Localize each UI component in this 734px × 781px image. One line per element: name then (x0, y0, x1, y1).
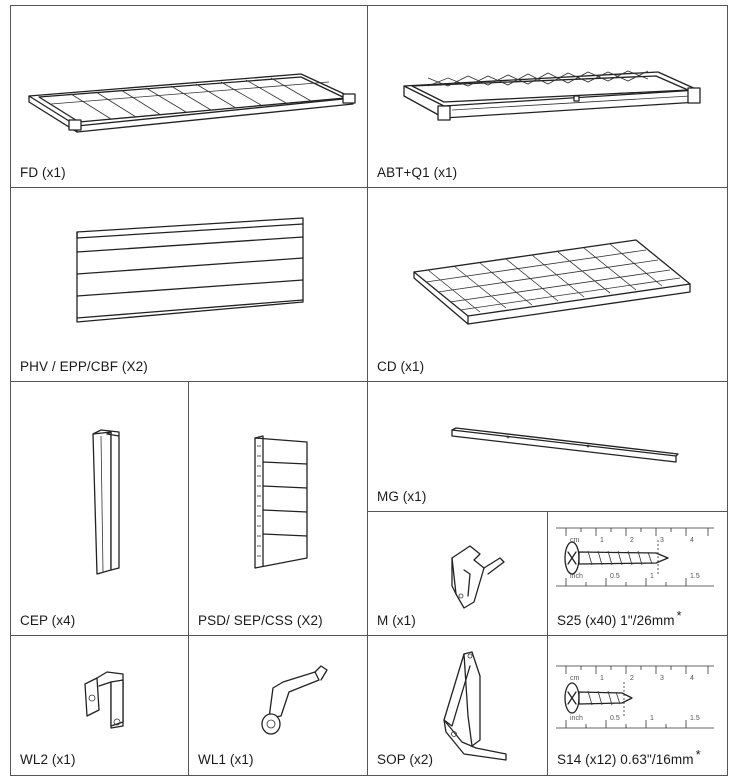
part-label-cd: CD (x1) (377, 359, 425, 374)
cell-abt: ABT+Q1 (x1) (367, 5, 728, 189)
cell-fd: FD (x1) (10, 5, 369, 189)
part-label-wl1: WL1 (x1) (198, 752, 254, 767)
ruler-cm-label: cm (570, 537, 580, 544)
ruler-cm-tick-2: 2 (630, 675, 634, 682)
ruler-inch-tick-2: 1 (650, 573, 654, 580)
ruler-inch-tick-3: 1.5 (690, 573, 700, 580)
cell-m: M (x1) (367, 511, 549, 637)
screw-ruler-icon: cm 1 2 3 4 inch 0.5 1 1.5 (556, 527, 714, 587)
side-wall-panel-icon (254, 435, 308, 569)
cell-cep: CEP (x4) (10, 381, 190, 637)
cell-s25: cm 1 2 3 4 inch 0.5 1 1.5 S25 (x40) 1"/2… (547, 511, 728, 637)
ruler-cm-tick-2: 2 (630, 537, 634, 544)
clip-hardware-icon (451, 545, 505, 609)
ruler-cm-label: cm (570, 675, 580, 682)
tray-frame-icon (403, 70, 701, 121)
grid-deck-panel-icon (413, 239, 691, 325)
cell-s14: cm 1 2 3 4 inch 0.5 1 1.5 S14 (x12) 0.63… (547, 635, 728, 776)
part-label-m: M (x1) (377, 613, 416, 628)
ruler-cm-tick-1: 1 (600, 675, 604, 682)
ruler-cm-tick-3: 3 (660, 537, 664, 544)
floor-deck-panel-icon (28, 73, 356, 133)
cell-cd: CD (x1) (367, 187, 728, 383)
cell-wl1: WL1 (x1) (188, 635, 369, 776)
support-arm-icon (443, 651, 507, 761)
part-label-s25: S25 (x40) 1"/26mm* (557, 608, 682, 628)
ruler-cm-tick-4: 4 (690, 537, 694, 544)
part-label-cep: CEP (x4) (20, 613, 76, 628)
cell-psd: PSD/ SEP/CSS (X2) (188, 381, 369, 637)
cell-phv: PHV / EPP/CBF (X2) (10, 187, 369, 383)
ruler-inch-tick-2: 1 (650, 715, 654, 722)
long-rail-icon (451, 427, 679, 463)
cell-sop: SOP (x2) (367, 635, 549, 776)
ruler-inch-label: inch (570, 573, 583, 580)
wall-bracket-icon (261, 665, 328, 735)
part-label-sop: SOP (x2) (377, 752, 434, 767)
cell-wl2: WL2 (x1) (10, 635, 190, 776)
part-label-mg: MG (x1) (377, 489, 427, 504)
part-label-fd: FD (x1) (20, 165, 66, 180)
part-label-wl2: WL2 (x1) (20, 752, 76, 767)
part-label-s14: S14 (x12) 0.63"/16mm* (557, 747, 701, 767)
part-label-psd: PSD/ SEP/CSS (X2) (198, 613, 323, 628)
ruler-inch-tick-3: 1.5 (690, 715, 700, 722)
ruler-cm-tick-4: 4 (690, 675, 694, 682)
ruler-inch-tick-1: 0.5 (610, 715, 620, 722)
screw-ruler-icon: cm 1 2 3 4 inch 0.5 1 1.5 (556, 665, 714, 729)
corner-post-icon (92, 429, 120, 575)
ruler-cm-tick-3: 3 (660, 675, 664, 682)
ruler-inch-tick-1: 0.5 (610, 573, 620, 580)
part-label-phv: PHV / EPP/CBF (X2) (20, 359, 148, 374)
wall-bracket-icon (84, 671, 124, 729)
ruler-inch-label: inch (570, 715, 583, 722)
cell-mg: MG (x1) (367, 381, 728, 513)
ribbed-wall-panel-icon (76, 217, 304, 323)
part-label-abt: ABT+Q1 (x1) (377, 165, 458, 180)
ruler-cm-tick-1: 1 (600, 537, 604, 544)
